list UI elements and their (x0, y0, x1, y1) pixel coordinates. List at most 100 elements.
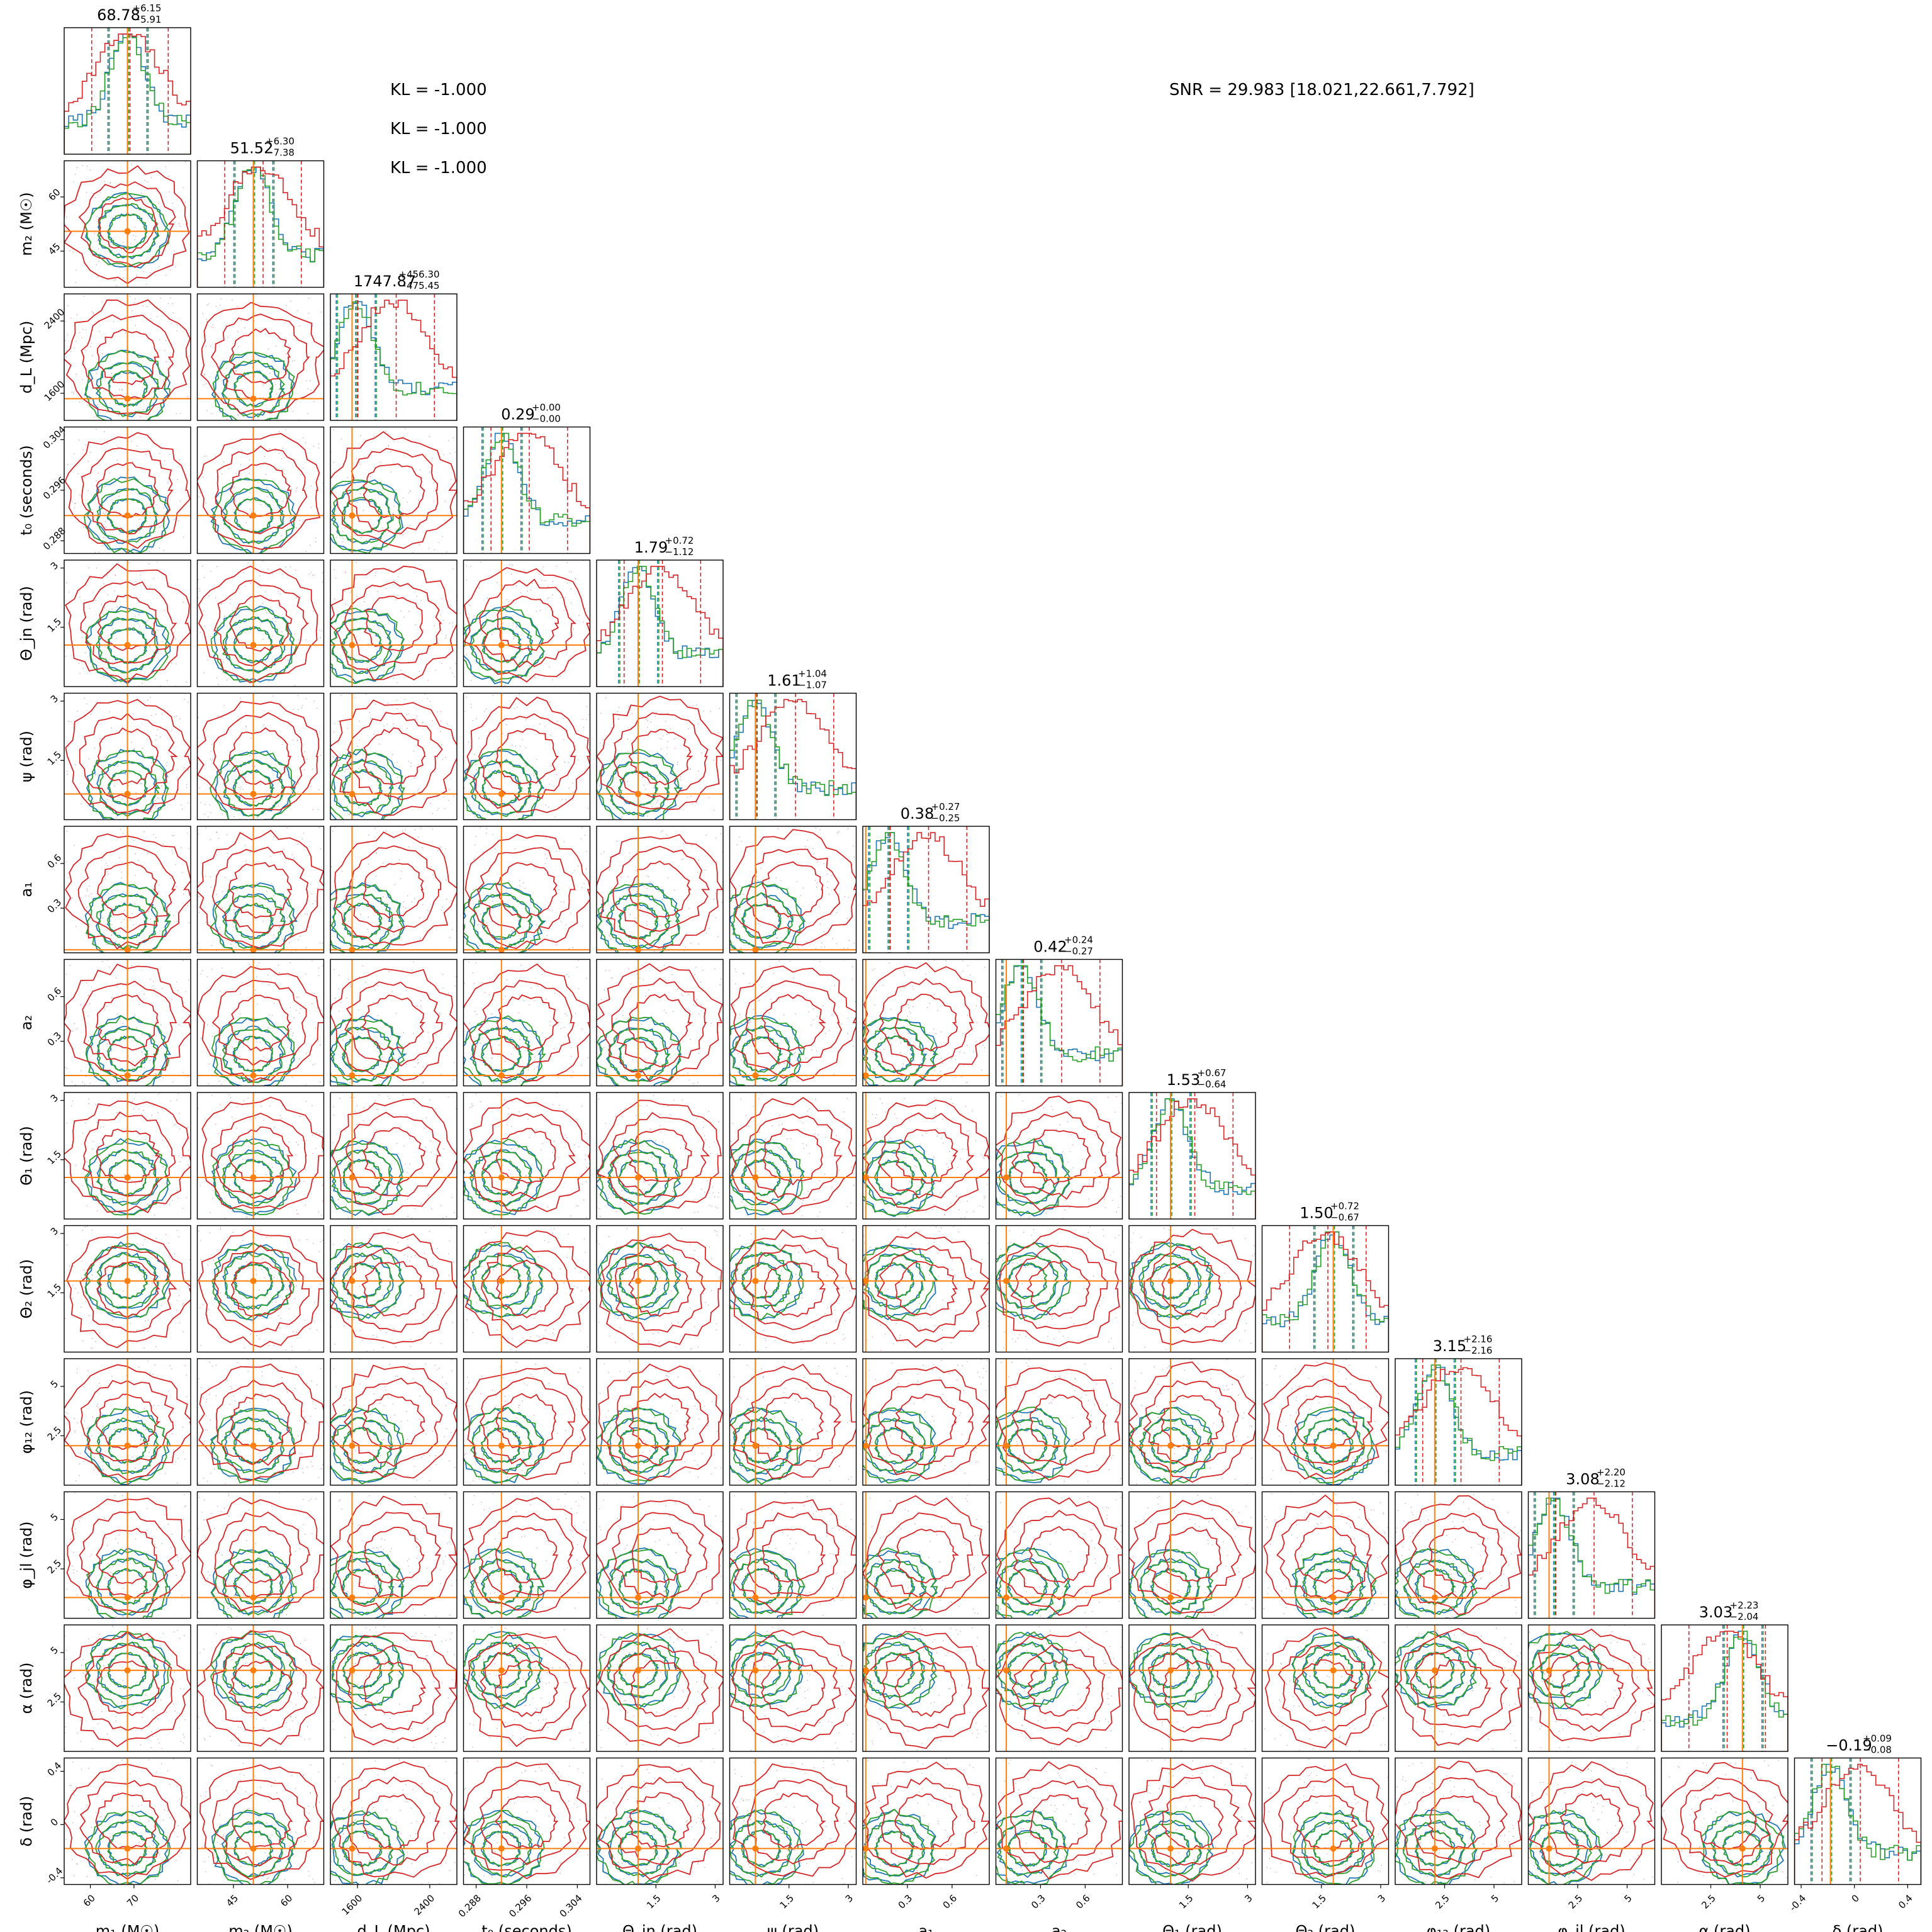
scatter-dot (411, 901, 413, 902)
scatter-dot (515, 1276, 517, 1278)
scatter-dot (316, 1132, 317, 1133)
scatter-dot (65, 356, 67, 358)
scatter-dot (312, 903, 314, 904)
scatter-dot (419, 469, 421, 471)
scatter-dot (433, 500, 435, 502)
y-tick-label: 3 (48, 1092, 60, 1104)
scatter-dot (131, 441, 133, 442)
scatter-dot (958, 1231, 960, 1233)
scatter-dot (960, 1158, 962, 1160)
scatter-dot (415, 1255, 416, 1256)
scatter-dot (295, 1285, 297, 1287)
scatter-dot (210, 750, 211, 752)
scatter-dot (451, 672, 453, 674)
scatter-dot (418, 1062, 420, 1064)
scatter-dot (182, 1304, 184, 1306)
scatter-dot (387, 1095, 389, 1097)
scatter-dot (853, 856, 855, 858)
scatter-dot (842, 1287, 844, 1289)
scatter-dot (347, 768, 349, 770)
contour-series-2-level-2 (1140, 1254, 1202, 1310)
scatter-dot (162, 1077, 164, 1079)
scatter-dot (615, 1018, 617, 1019)
scatter-dot (522, 739, 524, 741)
scatter-dot (225, 1217, 226, 1219)
scatter-dot (677, 763, 678, 765)
contour-series-1-level-2 (729, 892, 794, 948)
panel-m2-m2: 51.52+6.30−7.38 (196, 136, 325, 288)
scatter-dot (1104, 1207, 1106, 1208)
scatter-dot (1002, 1259, 1004, 1261)
scatter-dot (145, 1138, 147, 1140)
scatter-dot (777, 937, 778, 938)
scatter-dot (268, 1345, 270, 1346)
scatter-dot (134, 1014, 135, 1016)
scatter-dot (1232, 1227, 1234, 1229)
title-minus-theta1: −0.64 (1198, 1079, 1227, 1090)
scatter-dot (941, 1329, 943, 1331)
scatter-dot (305, 442, 306, 444)
scatter-dot (369, 712, 371, 714)
scatter-dot (719, 984, 721, 986)
scatter-dot (659, 1125, 661, 1126)
scatter-dot (390, 1067, 391, 1069)
scatter-dot (154, 1364, 156, 1366)
truth-point (124, 790, 131, 797)
scatter-dot (71, 391, 73, 393)
scatter-dot (146, 1429, 148, 1430)
scatter-dot (780, 1291, 782, 1293)
histogram-series-1-t0 (463, 432, 590, 554)
contour-series-3-level-2 (213, 712, 306, 800)
scatter-dot (130, 1323, 132, 1325)
scatter-dot (151, 1034, 153, 1036)
scatter-dot (753, 1190, 755, 1192)
scatter-dot (315, 537, 317, 539)
scatter-dot (831, 1014, 833, 1016)
scatter-dot (534, 677, 536, 678)
scatter-dot (173, 1124, 175, 1126)
scatter-dot (983, 1158, 985, 1159)
scatter-dot (220, 1227, 222, 1228)
scatter-dot (703, 710, 704, 712)
scatter-dot (347, 589, 349, 590)
scatter-dot (849, 1290, 851, 1292)
scatter-dot (131, 1180, 133, 1182)
scatter-dot (359, 739, 360, 741)
scatter-dot (373, 540, 374, 542)
scatter-dot (471, 1103, 473, 1104)
scatter-dot (510, 1349, 512, 1351)
scatter-dot (470, 680, 472, 682)
scatter-dot (739, 1235, 741, 1237)
scatter-dot (984, 966, 986, 968)
scatter-dot (738, 1071, 739, 1073)
truth-point (863, 1072, 869, 1079)
scatter-dot (313, 1313, 315, 1315)
scatter-dot (73, 1048, 74, 1050)
scatter-dot (873, 1052, 875, 1053)
scatter-dot (554, 992, 556, 994)
scatter-dot (258, 962, 260, 963)
scatter-dot (104, 520, 106, 522)
scatter-dot (887, 1288, 889, 1290)
scatter-dot (86, 1427, 88, 1429)
scatter-dot (121, 196, 123, 198)
scatter-dot (233, 486, 235, 488)
histogram-series-2-a2 (996, 965, 1123, 1086)
truth-point (349, 1174, 356, 1181)
scatter-dot (807, 1248, 809, 1249)
scatter-dot (353, 1319, 355, 1320)
scatter-dot (143, 1408, 145, 1410)
truth-point (124, 395, 131, 402)
scatter-dot (435, 669, 437, 671)
scatter-dot (965, 1106, 967, 1108)
scatter-dot (388, 444, 390, 446)
scatter-dot (850, 910, 851, 912)
scatter-dot (357, 907, 359, 909)
scatter-dot (431, 828, 433, 830)
scatter-dot (143, 831, 145, 833)
scatter-dot (99, 1155, 101, 1156)
scatter-dot (646, 726, 648, 728)
scatter-dot (208, 1083, 209, 1085)
contour-series-3-level-3 (863, 1099, 989, 1212)
title-minus-psi: −1.07 (798, 680, 827, 691)
